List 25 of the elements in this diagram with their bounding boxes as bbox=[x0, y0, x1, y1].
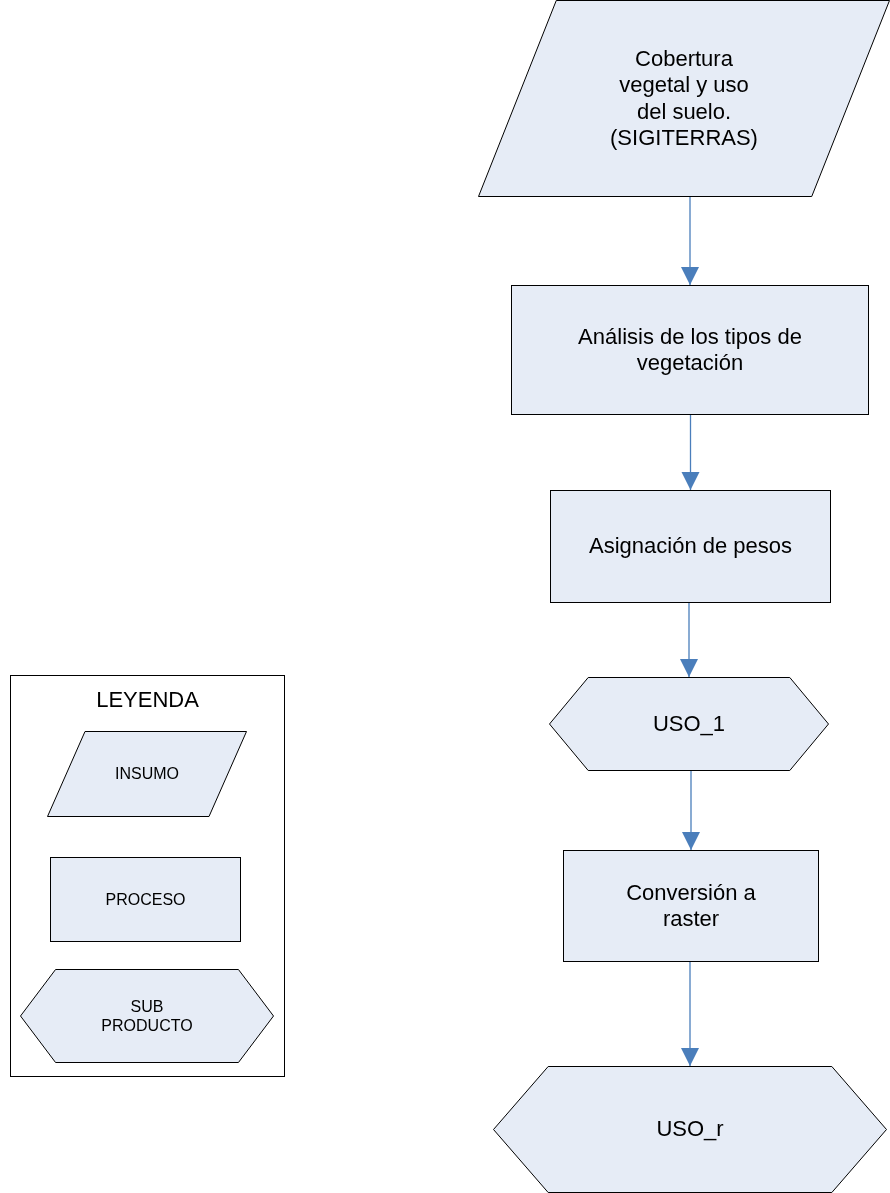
node-text: Asignación de pesos bbox=[589, 533, 792, 560]
legend-title: LEYENDA bbox=[96, 687, 199, 714]
subproduct-hexagon bbox=[549, 677, 829, 771]
process-box bbox=[511, 285, 869, 415]
node-text: PROCESO bbox=[105, 889, 186, 910]
arrow bbox=[682, 770, 700, 851]
arrow bbox=[680, 602, 698, 678]
arrow bbox=[681, 414, 700, 491]
input-parallelogram bbox=[47, 731, 247, 817]
node-text: Cobertura vegetal y uso del suelo. (SIGITERRAS) bbox=[609, 45, 759, 152]
node-text: INSUMO bbox=[115, 764, 179, 784]
process-box bbox=[550, 490, 831, 603]
subproduct-hexagon bbox=[493, 1066, 887, 1193]
node-text: SUB PRODUCTO bbox=[100, 996, 194, 1036]
process-box bbox=[50, 857, 241, 942]
node-text: USO_1 bbox=[652, 710, 726, 738]
arrow bbox=[681, 196, 699, 286]
legend-panel bbox=[10, 675, 285, 1077]
node-text: Análisis de los tipos de vegetación bbox=[577, 323, 803, 377]
arrow bbox=[681, 961, 699, 1067]
node-text: Conversión a raster bbox=[625, 879, 757, 933]
input-parallelogram bbox=[478, 0, 890, 197]
subproduct-hexagon bbox=[20, 969, 274, 1063]
process-box bbox=[563, 850, 819, 962]
node-text: USO_r bbox=[656, 1116, 724, 1143]
